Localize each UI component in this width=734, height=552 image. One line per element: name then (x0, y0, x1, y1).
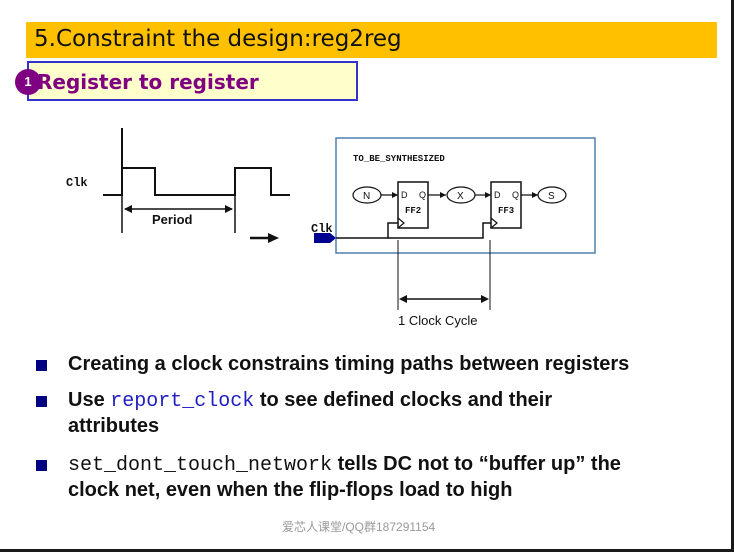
input-port-n-label: N (363, 191, 370, 202)
output-port-s-label: S (548, 191, 555, 202)
section-number-badge: 1 (15, 69, 41, 95)
cycle-arrowhead-right (481, 295, 489, 303)
ff2-label: FF2 (405, 206, 421, 216)
clk-waveform-label: Clk (66, 176, 88, 190)
bullet-square-icon (36, 360, 47, 371)
ff2-q-pin: Q (419, 190, 426, 200)
bullet-text: Creating a clock constrains timing paths… (68, 353, 630, 375)
flip-flop-ff3 (490, 181, 522, 229)
clock-net-ff2 (336, 222, 398, 239)
period-arrowhead-left (124, 205, 132, 213)
combinational-logic-x-label: X (457, 191, 464, 202)
clk-input-label: Clk (311, 222, 333, 236)
bullet-line2: attributes (68, 415, 160, 437)
transition-arrowhead (268, 233, 279, 243)
period-arrowhead-right (225, 205, 233, 213)
period-label: Period (152, 212, 193, 227)
command-report-clock: report_clock (110, 390, 255, 413)
section-heading-box: Register to register (27, 61, 358, 101)
flip-flop-ff2 (397, 181, 429, 229)
clock-cycle-label: 1 Clock Cycle (398, 313, 477, 328)
bullet-square-icon (36, 460, 47, 471)
title-bar: 5.Constraint the design:reg2reg (26, 22, 717, 58)
slide-title: 5.Constraint the design:reg2reg (34, 26, 402, 52)
bullet-square-icon (36, 396, 47, 407)
ff2-d-pin: D (401, 190, 408, 200)
watermark: 爱芯人课堂/QQ群187291154 (282, 520, 436, 534)
command-set-dont-touch-network: set_dont_touch_network (68, 454, 333, 477)
bullet-text: set_dont_touch_network tells DC not to “… (68, 452, 718, 503)
ff3-d-pin: D (494, 190, 501, 200)
section-title: Register to register (37, 70, 259, 94)
output-port-s (537, 186, 567, 204)
clk-input-port (314, 233, 336, 243)
slide-frame-bottom (0, 549, 734, 552)
bullet-text: Use report_clock to see defined clocks a… (68, 388, 718, 439)
cycle-arrowhead-left (399, 295, 407, 303)
bullet-line2: clock net, even when the flip-flops load… (68, 479, 513, 501)
slide-frame-right (731, 0, 734, 552)
ff3-label: FF3 (498, 206, 514, 216)
ff3-clock-pin (490, 217, 498, 229)
ff2-clock-pin (397, 217, 405, 229)
clock-waveform (103, 128, 290, 196)
bullet-suffix: to see defined clocks and their (254, 389, 553, 411)
clock-net-ff3 (388, 222, 491, 239)
bullet-suffix: tells DC not to “buffer up” the (332, 453, 621, 475)
design-block-label: TO_BE_SYNTHESIZED (353, 154, 445, 164)
ff3-q-pin: Q (512, 190, 519, 200)
bullet-prefix: Use (68, 389, 111, 411)
